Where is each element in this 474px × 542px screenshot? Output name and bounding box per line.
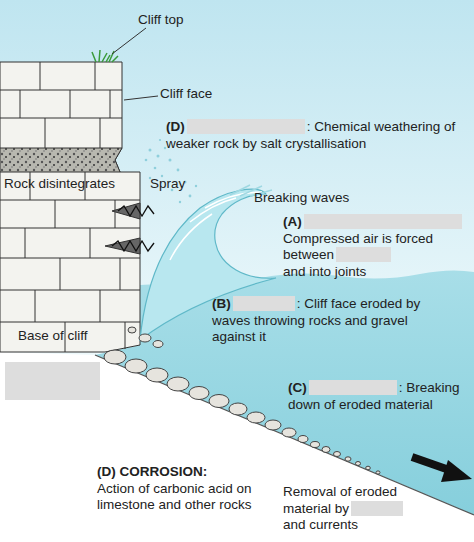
seabed-line xyxy=(95,355,474,515)
callout-body: and currents xyxy=(283,517,415,534)
redacted-box xyxy=(351,501,403,516)
callout-text: (C): Breaking down of eroded material xyxy=(288,380,473,413)
callout-body: Compressed air is forced between xyxy=(283,231,449,264)
callout-body: and into joints xyxy=(283,264,473,281)
callout-text: (A) Compressed air is forced between and… xyxy=(283,214,473,280)
callout-heading-line: (A) xyxy=(283,214,473,231)
redacted-box xyxy=(336,247,391,262)
callout-heading: (D) CORROSION: xyxy=(97,464,309,481)
sky xyxy=(0,0,474,380)
callout-description: and into joints xyxy=(283,264,366,279)
current-arrow xyxy=(412,457,472,482)
leader-lines xyxy=(112,28,158,100)
callout-letter: (C) xyxy=(288,380,307,395)
callout-text: (D) CORROSION: Action of carbonic acid o… xyxy=(97,464,309,514)
callout-body: Removal of eroded material by xyxy=(283,484,415,517)
sea-caves xyxy=(105,203,154,254)
part-label: Breaking waves xyxy=(254,190,349,207)
redacted-box xyxy=(233,296,295,311)
redacted-box xyxy=(304,214,462,229)
part-label: Cliff top xyxy=(138,12,184,29)
callout-text: (B): Cliff face eroded by waves throwing… xyxy=(212,296,438,346)
callout-description: Action of carbonic acid on limestone and… xyxy=(97,481,309,514)
callout-text: (D): Chemical weathering of weaker rock … xyxy=(166,118,458,152)
cliff xyxy=(0,62,140,352)
redacted-box xyxy=(5,362,100,400)
callout-letter: (D) xyxy=(166,119,185,134)
part-label: Rock disintegrates xyxy=(4,176,115,193)
part-label: Base of cliff xyxy=(18,328,88,345)
callout-text: Removal of eroded material by and curren… xyxy=(283,484,415,534)
callout-letter: (A) xyxy=(283,214,302,229)
callout-letter: (B) xyxy=(212,296,231,311)
callout-description: and currents xyxy=(283,517,358,532)
part-label: Cliff face xyxy=(160,86,212,103)
part-label: Spray xyxy=(150,176,185,193)
redacted-box xyxy=(187,119,305,134)
redacted-box xyxy=(309,380,397,395)
ground xyxy=(0,352,474,542)
